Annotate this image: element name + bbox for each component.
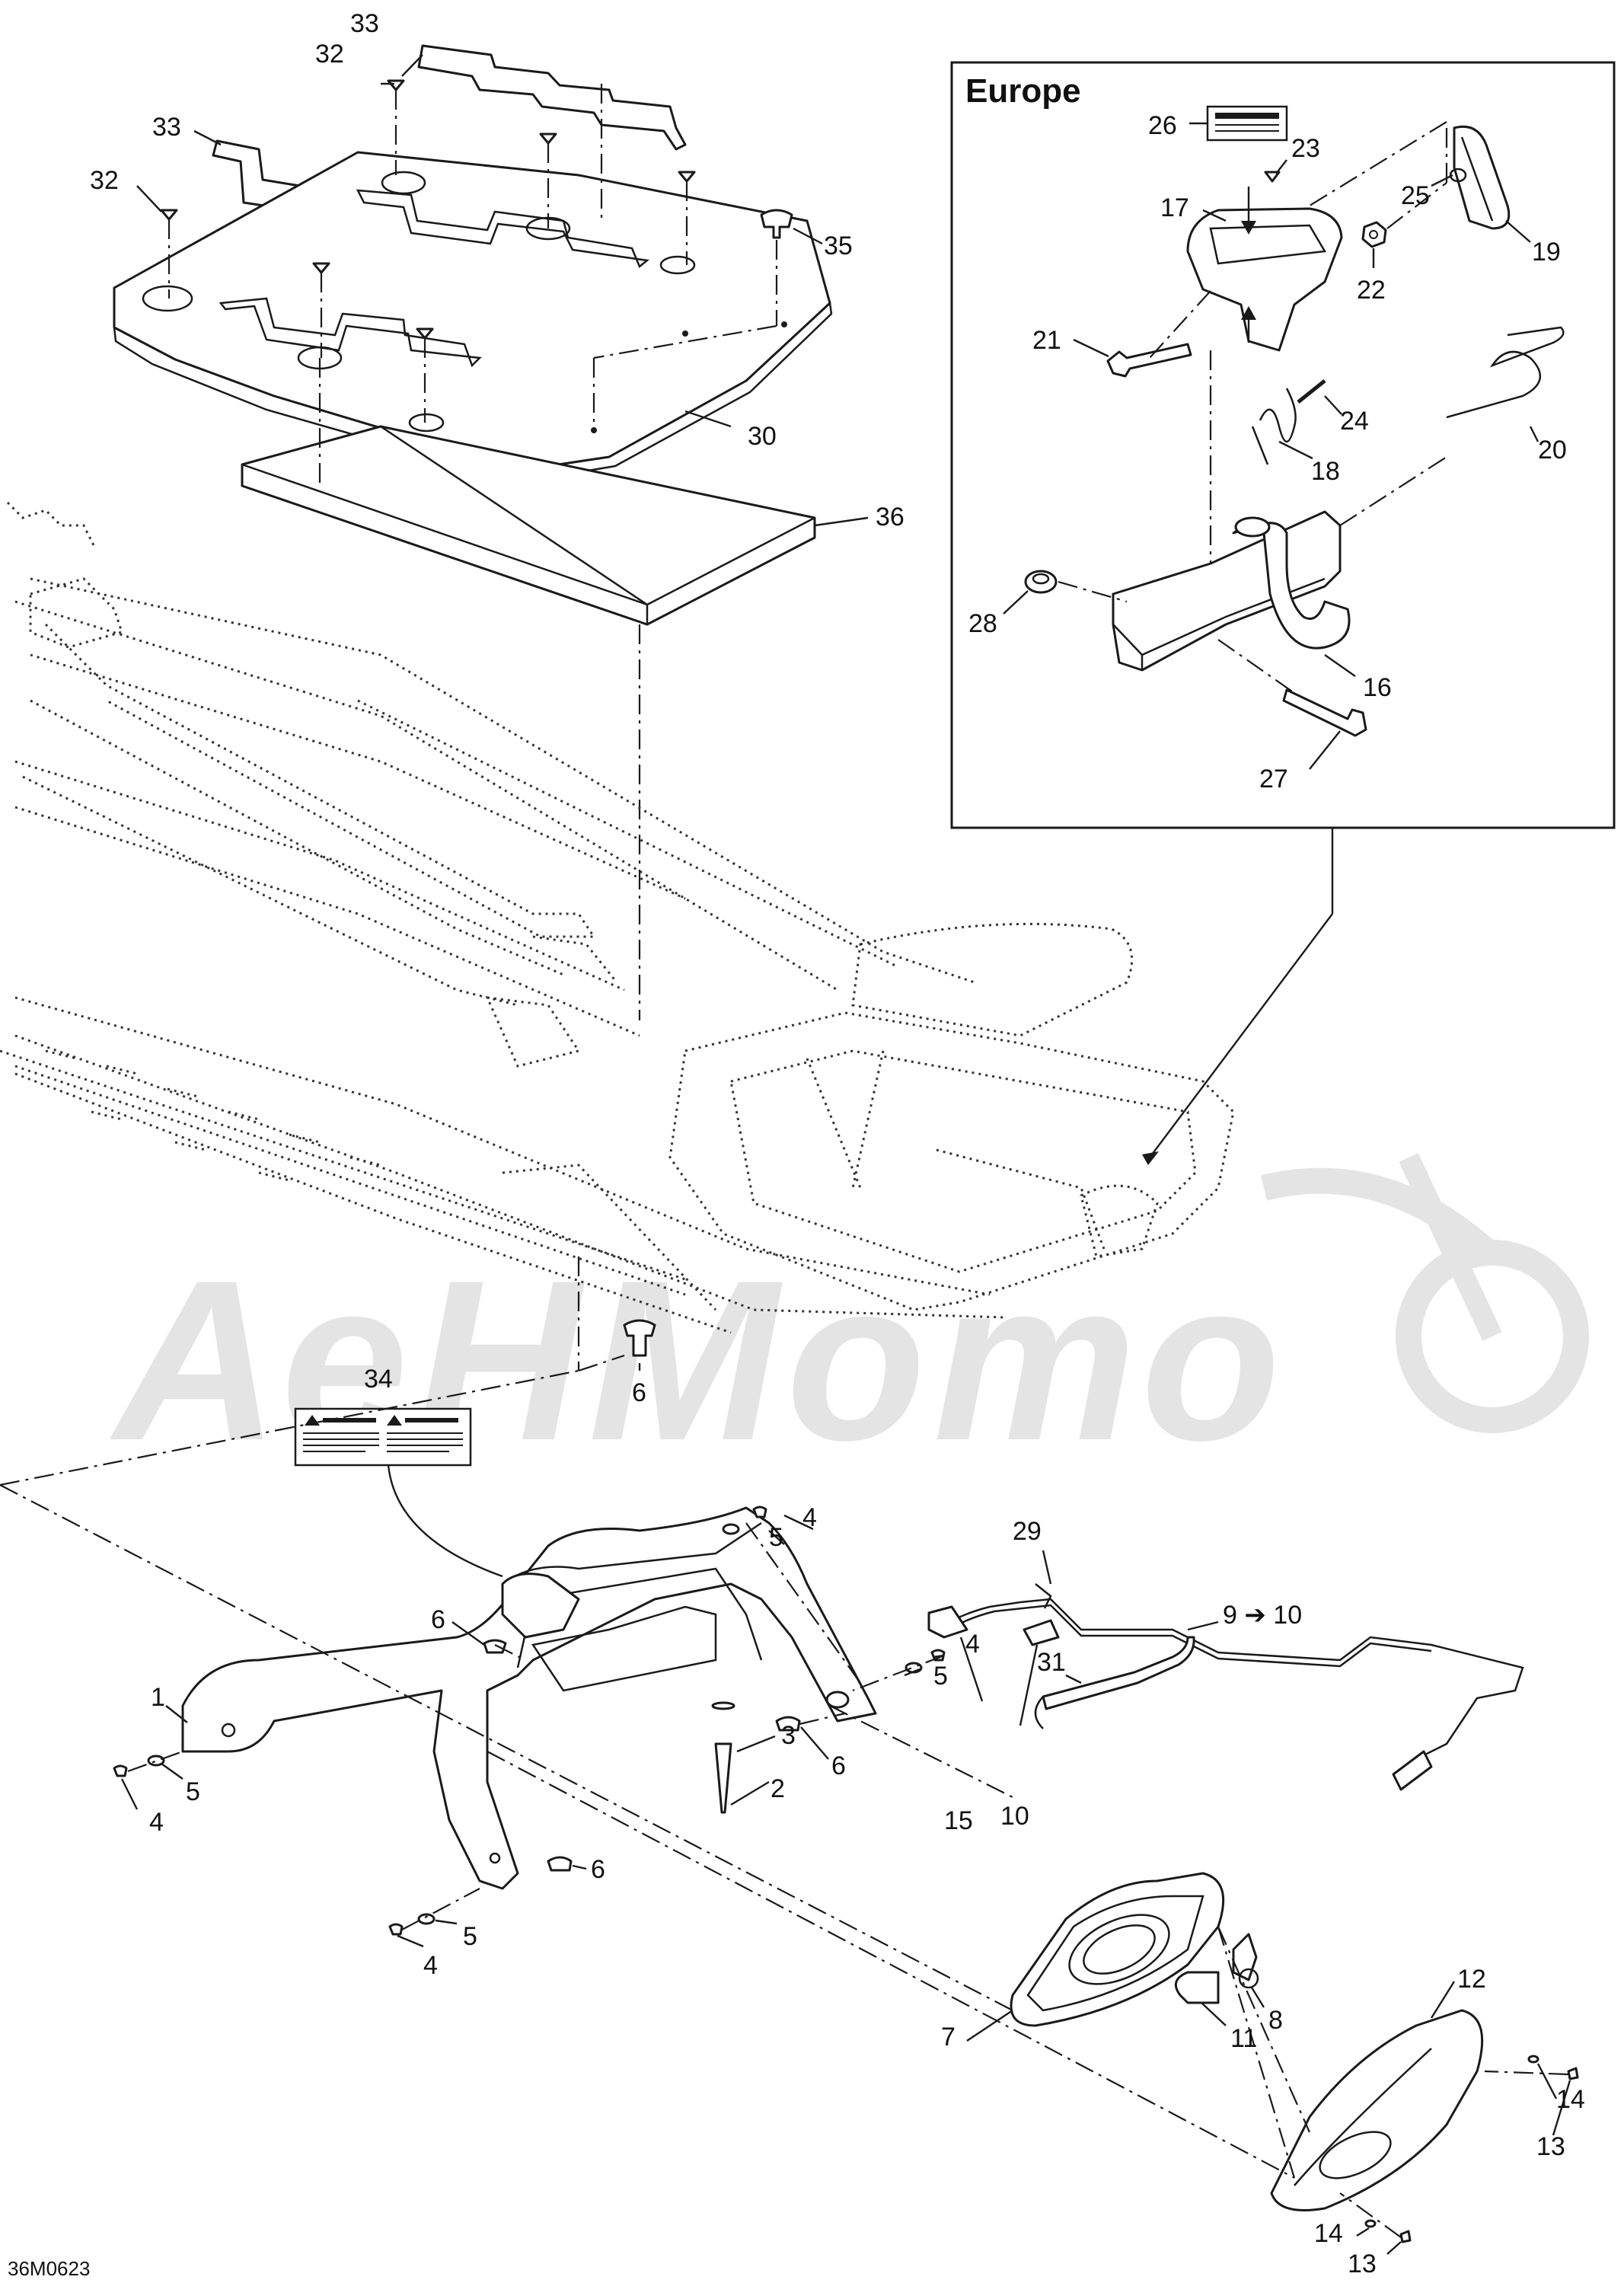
europe-inset: Europe bbox=[950, 61, 1616, 1165]
europe-inset-title: Europe bbox=[965, 72, 1081, 110]
callout-e21: 21 bbox=[1032, 326, 1061, 355]
callout-3: 3 bbox=[781, 1721, 796, 1750]
callout-e28: 28 bbox=[968, 609, 997, 638]
callout-e23: 23 bbox=[1291, 134, 1320, 163]
connector-15 bbox=[927, 1605, 968, 1639]
callout-6b: 6 bbox=[431, 1605, 445, 1634]
wire-tie-29 bbox=[1035, 1583, 1052, 1609]
warning-label-34 bbox=[294, 1407, 472, 1467]
callout-14a: 14 bbox=[1556, 2085, 1585, 2114]
callout-e26: 26 bbox=[1148, 111, 1177, 140]
nut-22 bbox=[1361, 221, 1387, 248]
chassis-tunnel bbox=[0, 501, 1235, 1372]
callout-4d: 4 bbox=[423, 1951, 438, 1980]
callout-e18: 18 bbox=[1311, 457, 1340, 486]
bolt-27 bbox=[1282, 688, 1367, 737]
europe-inset-frame bbox=[950, 61, 1616, 829]
callout-e17: 17 bbox=[1160, 193, 1189, 222]
seat-block-17 bbox=[1186, 207, 1343, 352]
bolt-21 bbox=[1106, 343, 1192, 378]
callout-14b: 14 bbox=[1314, 2219, 1343, 2248]
cable-31 bbox=[1042, 1636, 1195, 1710]
watermark-text: АеНМото bbox=[107, 1232, 1288, 1488]
bolt-35 bbox=[760, 209, 793, 239]
tail-light-housing-7 bbox=[1010, 1872, 1225, 2027]
callout-31: 31 bbox=[1037, 1648, 1066, 1677]
tail-light-lens-12 bbox=[1270, 2009, 1484, 2211]
label-26 bbox=[1206, 105, 1288, 142]
callout-5a: 5 bbox=[769, 1523, 783, 1552]
callout-e22: 22 bbox=[1357, 276, 1386, 305]
leader-lines bbox=[120, 54, 1571, 2255]
callout-e25: 25 bbox=[1401, 181, 1430, 210]
callout-e16: 16 bbox=[1363, 673, 1392, 702]
callout-5c: 5 bbox=[186, 1777, 200, 1806]
callout-6d: 6 bbox=[591, 1855, 605, 1884]
hitch-pin-20 bbox=[1446, 326, 1565, 419]
callout-13a: 13 bbox=[1536, 2132, 1565, 2161]
callout-29: 29 bbox=[1013, 1517, 1042, 1546]
callout-1: 1 bbox=[151, 1683, 165, 1712]
callout-15: 15 bbox=[944, 1806, 973, 1835]
callout-6a: 6 bbox=[632, 1378, 646, 1407]
callout-2: 2 bbox=[771, 1774, 785, 1803]
callout-e20: 20 bbox=[1538, 436, 1567, 465]
callout-10: 10 bbox=[1000, 1802, 1029, 1831]
bulb-11 bbox=[1174, 1971, 1220, 2004]
callout-33a: 33 bbox=[350, 9, 379, 38]
callout-7: 7 bbox=[941, 2023, 956, 2052]
grab-bar-assembly bbox=[0, 1369, 1579, 2243]
callout-35: 35 bbox=[824, 231, 853, 260]
callout-e24: 24 bbox=[1340, 407, 1369, 436]
bolt-6-tunnel bbox=[623, 1319, 656, 1357]
callout-13b: 13 bbox=[1348, 2249, 1377, 2278]
callout-labels: 33 32 33 32 35 30 36 6 34 4 5 6 4 5 31 1… bbox=[8, 9, 1585, 2280]
callout-5d: 5 bbox=[463, 1922, 477, 1951]
spring-18 bbox=[1259, 388, 1297, 443]
callout-6c: 6 bbox=[831, 1751, 846, 1780]
diagram-code: 36M0623 bbox=[8, 2257, 90, 2280]
callout-33b: 33 bbox=[152, 113, 181, 142]
callout-4a: 4 bbox=[802, 1503, 817, 1532]
callout-12: 12 bbox=[1457, 1965, 1486, 1994]
callout-32b: 32 bbox=[90, 166, 119, 195]
callout-30: 30 bbox=[748, 422, 777, 451]
callout-36: 36 bbox=[876, 503, 905, 532]
callout-34: 34 bbox=[364, 1365, 393, 1394]
callout-9-10: 9 ➔ 10 bbox=[1223, 1601, 1302, 1630]
pin-24 bbox=[1297, 379, 1326, 404]
callout-5b: 5 bbox=[933, 1662, 948, 1691]
callout-4c: 4 bbox=[149, 1808, 164, 1837]
callout-32a: 32 bbox=[315, 40, 344, 69]
socket-8 bbox=[1232, 1933, 1258, 1981]
callout-11: 11 bbox=[1230, 2024, 1257, 2053]
callout-8: 8 bbox=[1268, 2006, 1283, 2035]
grab-bar-1 bbox=[181, 1506, 877, 1890]
callout-e27: 27 bbox=[1259, 765, 1288, 793]
bracket-33-upper bbox=[417, 44, 687, 151]
callout-4b: 4 bbox=[965, 1630, 980, 1659]
callout-e19: 19 bbox=[1532, 238, 1561, 267]
rack-plate-assembly bbox=[113, 44, 833, 1020]
